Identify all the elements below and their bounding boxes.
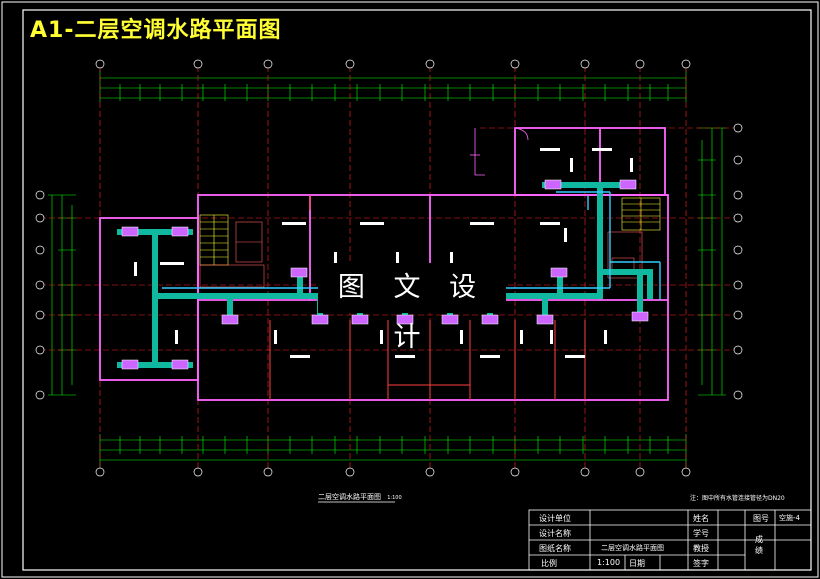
title-block: 设计单位 设计名称 图纸名称 二层空调水路平面图 比例 1:100 日期 姓名 …	[529, 510, 809, 570]
tb-date-label: 日期	[629, 559, 645, 568]
stair-right	[621, 197, 661, 231]
tb-design-name-label: 设计名称	[539, 529, 571, 538]
tb-drawing-name-value: 二层空调水路平面图	[601, 544, 664, 552]
watermark: 图 文 设 计	[318, 263, 506, 353]
top-dimensions	[99, 70, 687, 102]
tb-sign-label: 签字	[693, 559, 709, 568]
tb-teacher-label: 教授	[693, 544, 709, 553]
drawing-border	[22, 9, 812, 571]
drawing-note: 注：图中所有水管连接管径为DN20	[690, 495, 785, 502]
room-labels	[134, 148, 633, 358]
fan-coil-units	[121, 179, 649, 370]
tb-design-unit-label: 设计单位	[539, 514, 571, 523]
drawing-title: A1-二层空调水路平面图	[30, 18, 282, 43]
plan-label: 二层空调水路平面图 1:100	[318, 492, 402, 502]
tb-drawing-no-value: 空施-4	[779, 514, 800, 522]
tb-name-label: 姓名	[693, 514, 709, 523]
tb-grade-label: 成绩	[755, 535, 763, 555]
plan-label-text: 二层空调水路平面图	[318, 493, 381, 501]
axis-bubbles	[35, 59, 743, 477]
tb-scale-label: 比例	[541, 559, 557, 568]
stair-left-landing	[199, 221, 265, 288]
plan-label-scale: 1:100	[387, 495, 402, 501]
title-block-grid	[528, 509, 812, 571]
tb-drawing-name-label: 图纸名称	[539, 544, 571, 553]
entrance-detail	[470, 127, 529, 176]
top-dimension-ticks	[119, 84, 669, 101]
stair-left	[199, 214, 229, 266]
tb-drawing-no-label: 图号	[753, 514, 769, 523]
tb-scale-value: 1:100	[597, 558, 621, 567]
interior-partitions	[269, 195, 586, 400]
bottom-dimensions	[99, 434, 687, 468]
tb-student-id-label: 学号	[693, 529, 709, 538]
